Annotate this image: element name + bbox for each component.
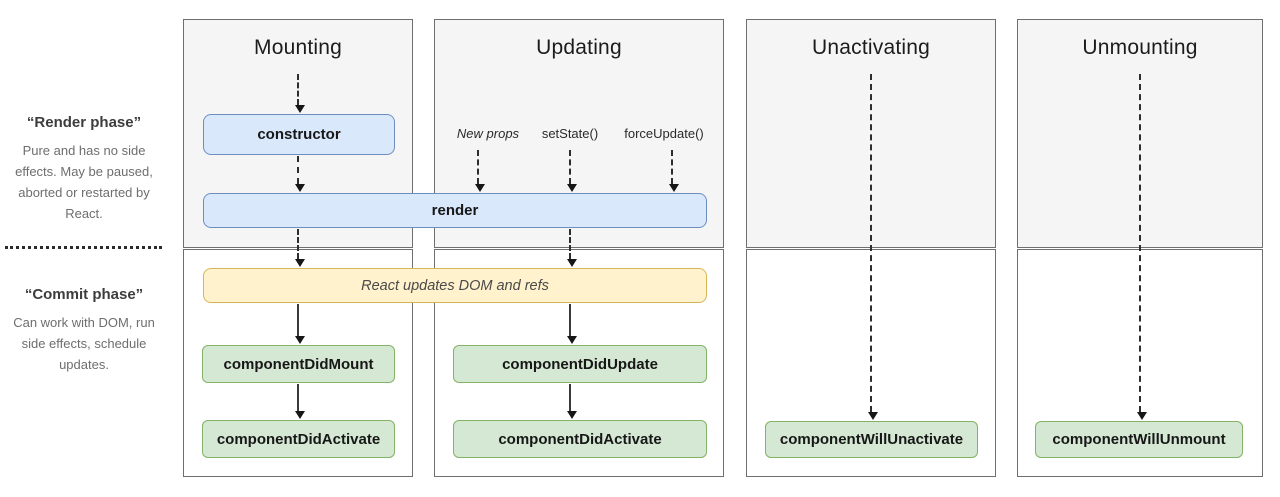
component-did-update-box: componentDidUpdate xyxy=(453,345,707,383)
arrow-dom-to-did-mount xyxy=(295,304,305,344)
constructor-box: constructor xyxy=(203,114,395,155)
arrow-render-to-dom-mounting xyxy=(295,229,305,267)
trigger-new-props: New props xyxy=(456,126,520,141)
arrowhead-icon xyxy=(567,336,577,344)
column-title-unmounting: Unmounting xyxy=(1082,36,1198,59)
arrow-render-to-dom-updating xyxy=(567,229,577,267)
arrowhead-icon xyxy=(868,412,878,420)
arrow-unactivating-flow xyxy=(868,74,878,420)
commit-phase-description: Can work with DOM, run side effects, sch… xyxy=(13,315,155,372)
render-phase-description: Pure and has no side effects. May be pau… xyxy=(15,143,153,221)
arrow-did-mount-to-did-activate xyxy=(295,384,305,419)
arrow-constructor-to-render xyxy=(295,156,305,192)
arrow-mounting-to-constructor xyxy=(295,74,305,113)
arrow-unmounting-flow xyxy=(1137,74,1147,420)
react-updates-dom-box: React updates DOM and refs xyxy=(203,268,707,303)
commit-phase-title: “Commit phase” xyxy=(24,286,144,303)
render-phase-title: “Render phase” xyxy=(26,114,142,131)
arrowhead-icon xyxy=(295,105,305,113)
arrow-did-update-to-did-activate xyxy=(567,384,577,419)
arrow-new-props-to-render xyxy=(475,150,485,192)
trigger-set-state: setState() xyxy=(541,126,599,141)
arrowhead-icon xyxy=(295,259,305,267)
column-updating: Updating xyxy=(434,19,724,477)
component-will-unactivate-box: componentWillUnactivate xyxy=(765,421,978,458)
arrowhead-icon xyxy=(669,184,679,192)
phase-divider xyxy=(5,246,162,249)
render-box: render xyxy=(203,193,707,228)
component-did-mount-box: componentDidMount xyxy=(202,345,395,383)
arrowhead-icon xyxy=(567,411,577,419)
component-will-unmount-box: componentWillUnmount xyxy=(1035,421,1243,458)
arrowhead-icon xyxy=(1137,412,1147,420)
component-did-activate-updating-box: componentDidActivate xyxy=(453,420,707,458)
arrow-dom-to-did-update xyxy=(567,304,577,344)
component-did-activate-mounting-box: componentDidActivate xyxy=(202,420,395,458)
arrowhead-icon xyxy=(475,184,485,192)
arrowhead-icon xyxy=(567,259,577,267)
arrowhead-icon xyxy=(295,411,305,419)
arrowhead-icon xyxy=(567,184,577,192)
column-title-unactivating: Unactivating xyxy=(812,36,930,59)
arrow-force-update-to-render xyxy=(669,150,679,192)
arrowhead-icon xyxy=(295,184,305,192)
arrowhead-icon xyxy=(295,336,305,344)
trigger-force-update: forceUpdate() xyxy=(624,126,704,141)
column-title-mounting: Mounting xyxy=(254,36,342,59)
arrow-set-state-to-render xyxy=(567,150,577,192)
column-title-updating: Updating xyxy=(536,36,622,59)
